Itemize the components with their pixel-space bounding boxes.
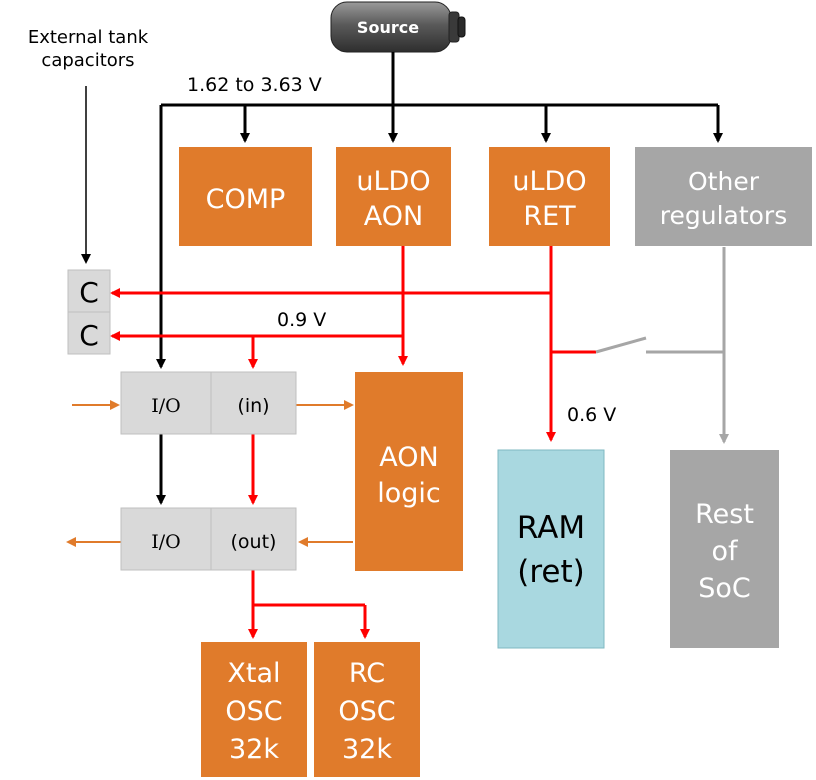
rc-osc-label-line3: 32k: [342, 734, 392, 765]
capacitor-top-block: C: [67, 269, 111, 313]
capacitor-bottom-block: C: [67, 311, 111, 355]
rest-of-soc-label-line3: SoC: [698, 573, 751, 604]
rest-of-soc-label-line2: of: [711, 536, 739, 567]
aon-logic-label-line1: AON: [379, 442, 438, 473]
gray-wires: [595, 247, 729, 444]
red-wires: [110, 245, 596, 639]
io-in-left-label: I/O: [151, 395, 180, 417]
rc-osc-label-line1: RC: [349, 658, 385, 689]
supply-wires: [156, 52, 723, 505]
uldo-ret-block: uLDO RET: [489, 147, 610, 246]
aon-voltage-label: 0.9 V: [277, 309, 326, 331]
xtal-osc-label-line1: Xtal: [227, 658, 280, 689]
rc-osc-label-line2: OSC: [338, 696, 395, 727]
io-in-left-block: I/O: [120, 371, 212, 435]
uldo-ret-label-line2: RET: [523, 201, 576, 232]
io-in-right-label: (in): [237, 395, 269, 417]
xtal-osc-label-line3: 32k: [229, 734, 279, 765]
uldo-ret-label-line1: uLDO: [512, 166, 586, 197]
io-out-right-block: (out): [210, 507, 297, 571]
uldo-aon-label-line1: uLDO: [356, 166, 430, 197]
ret-voltage-label: 0.6 V: [567, 404, 616, 426]
supply-voltage-label: 1.62 to 3.63 V: [187, 74, 322, 96]
other-regulators-label-line1: Other: [688, 167, 760, 196]
other-regulators-block: Other regulators: [635, 147, 812, 246]
xtal-osc-block: Xtal OSC 32k: [201, 642, 307, 777]
ram-label-line2: (ret): [517, 554, 584, 590]
other-regulators-label-line2: regulators: [660, 201, 788, 230]
io-in-right-block: (in): [210, 371, 297, 435]
io-out-right-label: (out): [231, 531, 277, 553]
comp-block: COMP: [179, 147, 312, 246]
external-tank-label-line2: capacitors: [41, 50, 134, 71]
xtal-osc-label-line2: OSC: [225, 696, 282, 727]
aon-logic-block: AON logic: [355, 372, 463, 571]
aon-logic-label-line2: logic: [377, 478, 441, 509]
uldo-aon-label-line2: AON: [364, 201, 423, 232]
io-out-left-block: I/O: [120, 507, 212, 571]
rc-osc-block: RC OSC 32k: [314, 642, 420, 777]
source-label: Source: [357, 18, 419, 37]
orange-signal-wires: [66, 400, 354, 547]
io-out-left-label: I/O: [151, 531, 180, 553]
uldo-aon-block: uLDO AON: [336, 147, 451, 246]
capacitor-bottom-label: C: [79, 319, 99, 352]
external-tank-label-line1: External tank: [28, 27, 149, 48]
rest-of-soc-label-line1: Rest: [695, 499, 754, 530]
capacitor-top-label: C: [79, 276, 99, 309]
source-battery-icon: Source: [330, 1, 466, 53]
rest-of-soc-block: Rest of SoC: [670, 450, 779, 648]
comp-label: COMP: [206, 184, 286, 215]
ram-label-line1: RAM: [517, 510, 585, 546]
ram-block: RAM (ret): [497, 449, 605, 649]
